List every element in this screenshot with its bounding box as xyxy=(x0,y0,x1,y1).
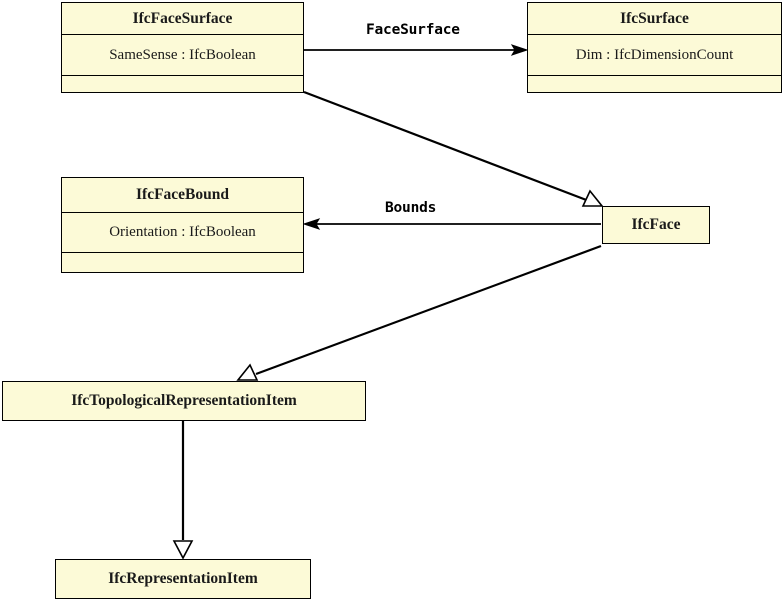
class-operations-ifcfacesurface xyxy=(62,75,303,92)
arrowhead-solid-left xyxy=(302,218,321,230)
class-name-ifctopologicalrepresentationitem: IfcTopologicalRepresentationItem xyxy=(71,392,297,409)
class-operations-ifcsurface xyxy=(528,75,781,92)
arrowhead-hollow-facesurface xyxy=(581,189,604,207)
class-name-ifcfacesurface: IfcFaceSurface xyxy=(132,9,233,27)
edge-face-generalization xyxy=(255,244,602,376)
arrowhead-solid-right xyxy=(510,44,529,56)
class-box-ifcsurface[interactable]: IfcSurface Dim : IfcDimensionCount xyxy=(527,2,782,93)
class-box-ifctopologicalrepresentationitem[interactable]: IfcTopologicalRepresentationItem xyxy=(2,381,366,421)
class-name-ifcface: IfcFace xyxy=(631,216,681,233)
class-attribute-ifcsurface-0: Dim : IfcDimensionCount xyxy=(528,34,781,75)
edge-facesurface-generalization xyxy=(303,90,590,203)
class-name-ifcsurface: IfcSurface xyxy=(620,9,689,27)
arrowhead-hollow-face xyxy=(236,363,259,381)
class-box-ifcface[interactable]: IfcFace xyxy=(602,206,710,244)
class-operations-ifcfacebound xyxy=(62,252,303,272)
class-name-ifcfacebound: IfcFaceBound xyxy=(136,186,229,204)
class-name-ifcrepresentationitem: IfcRepresentationItem xyxy=(108,570,258,587)
class-attribute-ifcfacebound-0: Orientation : IfcBoolean xyxy=(62,212,303,252)
class-attribute-ifcfacesurface-0: SameSense : IfcBoolean xyxy=(62,34,303,75)
edge-label-bounds: Bounds xyxy=(385,200,437,216)
edge-label-facesurface: FaceSurface xyxy=(366,22,460,38)
class-box-ifcfacebound[interactable]: IfcFaceBound Orientation : IfcBoolean xyxy=(61,177,304,273)
arrowhead-hollow-topological xyxy=(172,540,194,560)
class-box-ifcfacesurface[interactable]: IfcFaceSurface SameSense : IfcBoolean xyxy=(61,2,304,93)
class-box-ifcrepresentationitem[interactable]: IfcRepresentationItem xyxy=(55,559,311,599)
